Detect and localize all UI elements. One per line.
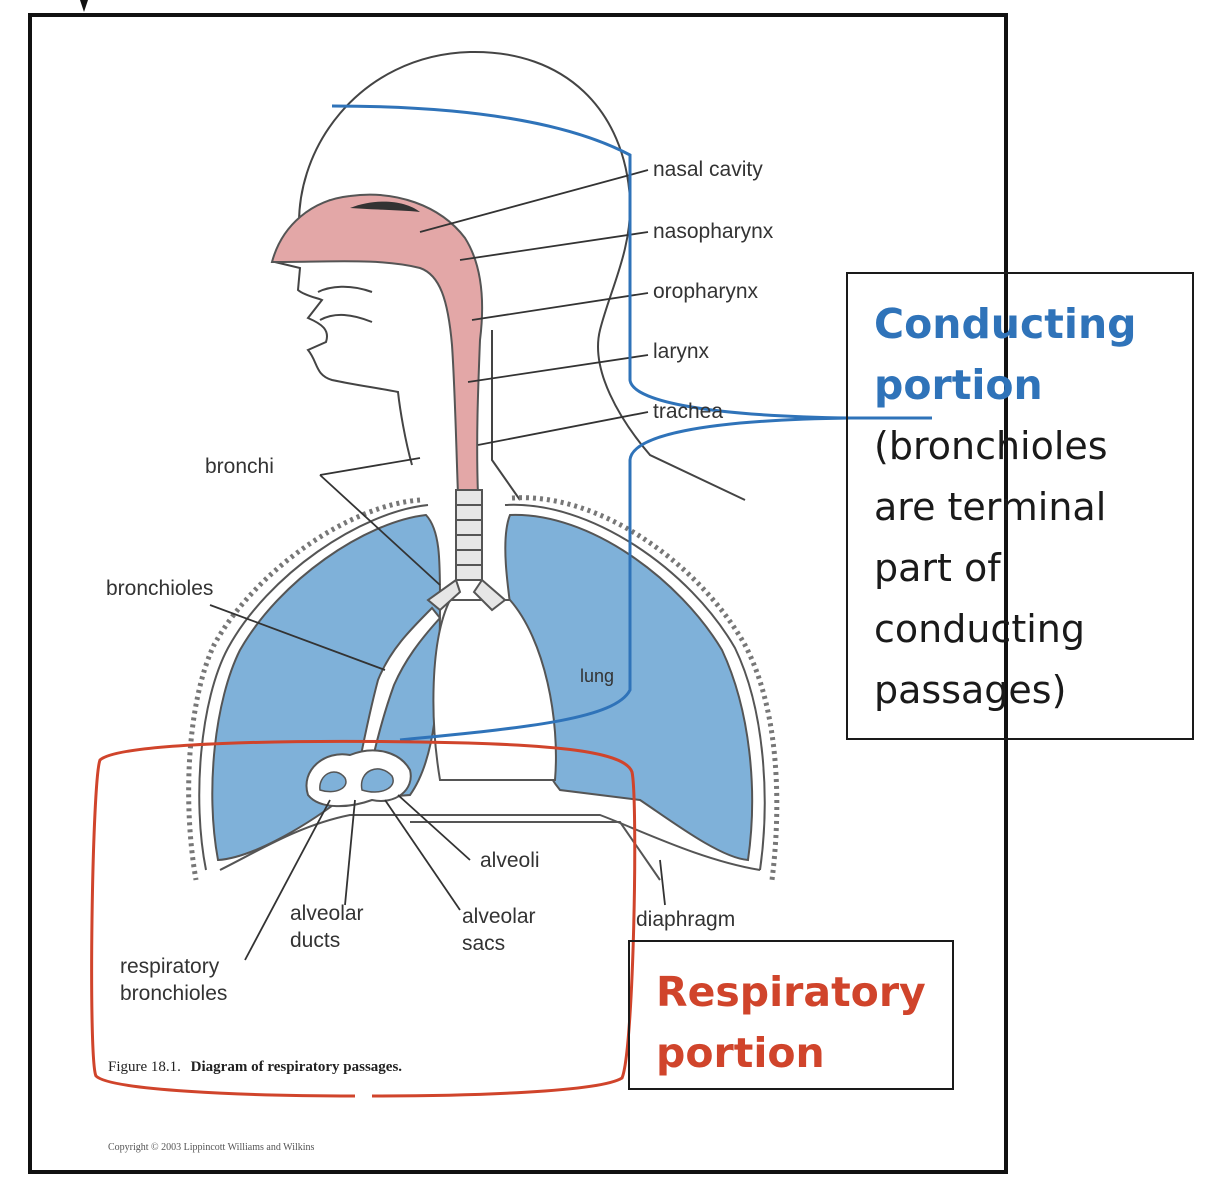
conducting-body: (bronchioles are terminal part of conduc…: [874, 424, 1108, 712]
neck-back: [491, 330, 521, 501]
copyright-line: Copyright © 2003 Lippincott Williams and…: [108, 1142, 315, 1153]
alveolar-sacs-shape: [319, 768, 394, 793]
respiratory-title: Respiratory portion: [656, 968, 926, 1077]
label-nasopharynx: nasopharynx: [653, 220, 774, 243]
label-trachea: trachea: [653, 400, 723, 423]
figure-frame: [28, 13, 1008, 1174]
conducting-bracket: [331, 104, 932, 742]
trachea-rings: [456, 504, 482, 566]
left-rib-cage: [186, 497, 421, 881]
label-diaphragm: diaphragm: [636, 908, 735, 931]
respiratory-callout: Respiratory portion: [628, 940, 954, 1090]
label-alveolar-ducts-1: alveolar: [290, 902, 364, 925]
respiratory-bracket: [90, 739, 637, 1098]
figure-number: Figure 18.1.: [108, 1059, 181, 1075]
label-lung: lung: [580, 666, 614, 686]
label-respiratory-bronchioles-1: respiratory: [120, 955, 220, 978]
figure-title: Diagram of respiratory passages.: [191, 1059, 403, 1075]
label-larynx: larynx: [653, 340, 710, 363]
mediastinum: [432, 599, 557, 781]
leader-lines: [209, 169, 666, 961]
label-bronchioles: bronchioles: [106, 577, 213, 600]
figure-caption: Figure 18.1. Diagram of respiratory pass…: [108, 1059, 402, 1075]
mouth-lines: [317, 285, 373, 323]
conducting-callout: Conducting portion (bronchioles are term…: [846, 272, 1194, 740]
corner-mark: [80, 0, 88, 12]
right-pleura: [504, 503, 766, 871]
conducting-title: Conducting portion: [874, 300, 1137, 409]
label-nasal-cavity: nasal cavity: [653, 158, 763, 181]
left-pleura: [198, 504, 429, 871]
nasal-turbinate: [350, 201, 420, 212]
label-alveolar-sacs-2: sacs: [462, 932, 505, 955]
right-rib-cage: [511, 495, 780, 881]
label-respiratory-bronchioles-2: bronchioles: [120, 982, 227, 1005]
label-bronchi: bronchi: [205, 455, 274, 478]
label-alveolar-sacs-1: alveolar: [462, 905, 536, 928]
label-alveolar-ducts-2: ducts: [290, 929, 340, 952]
diaphragm-shape: [219, 814, 761, 871]
label-alveoli: alveoli: [480, 849, 540, 872]
diaphragm-lower: [410, 821, 661, 881]
nasal-airway: [270, 193, 484, 496]
label-oropharynx: oropharynx: [653, 280, 759, 303]
bronchi-branches: [426, 578, 507, 612]
